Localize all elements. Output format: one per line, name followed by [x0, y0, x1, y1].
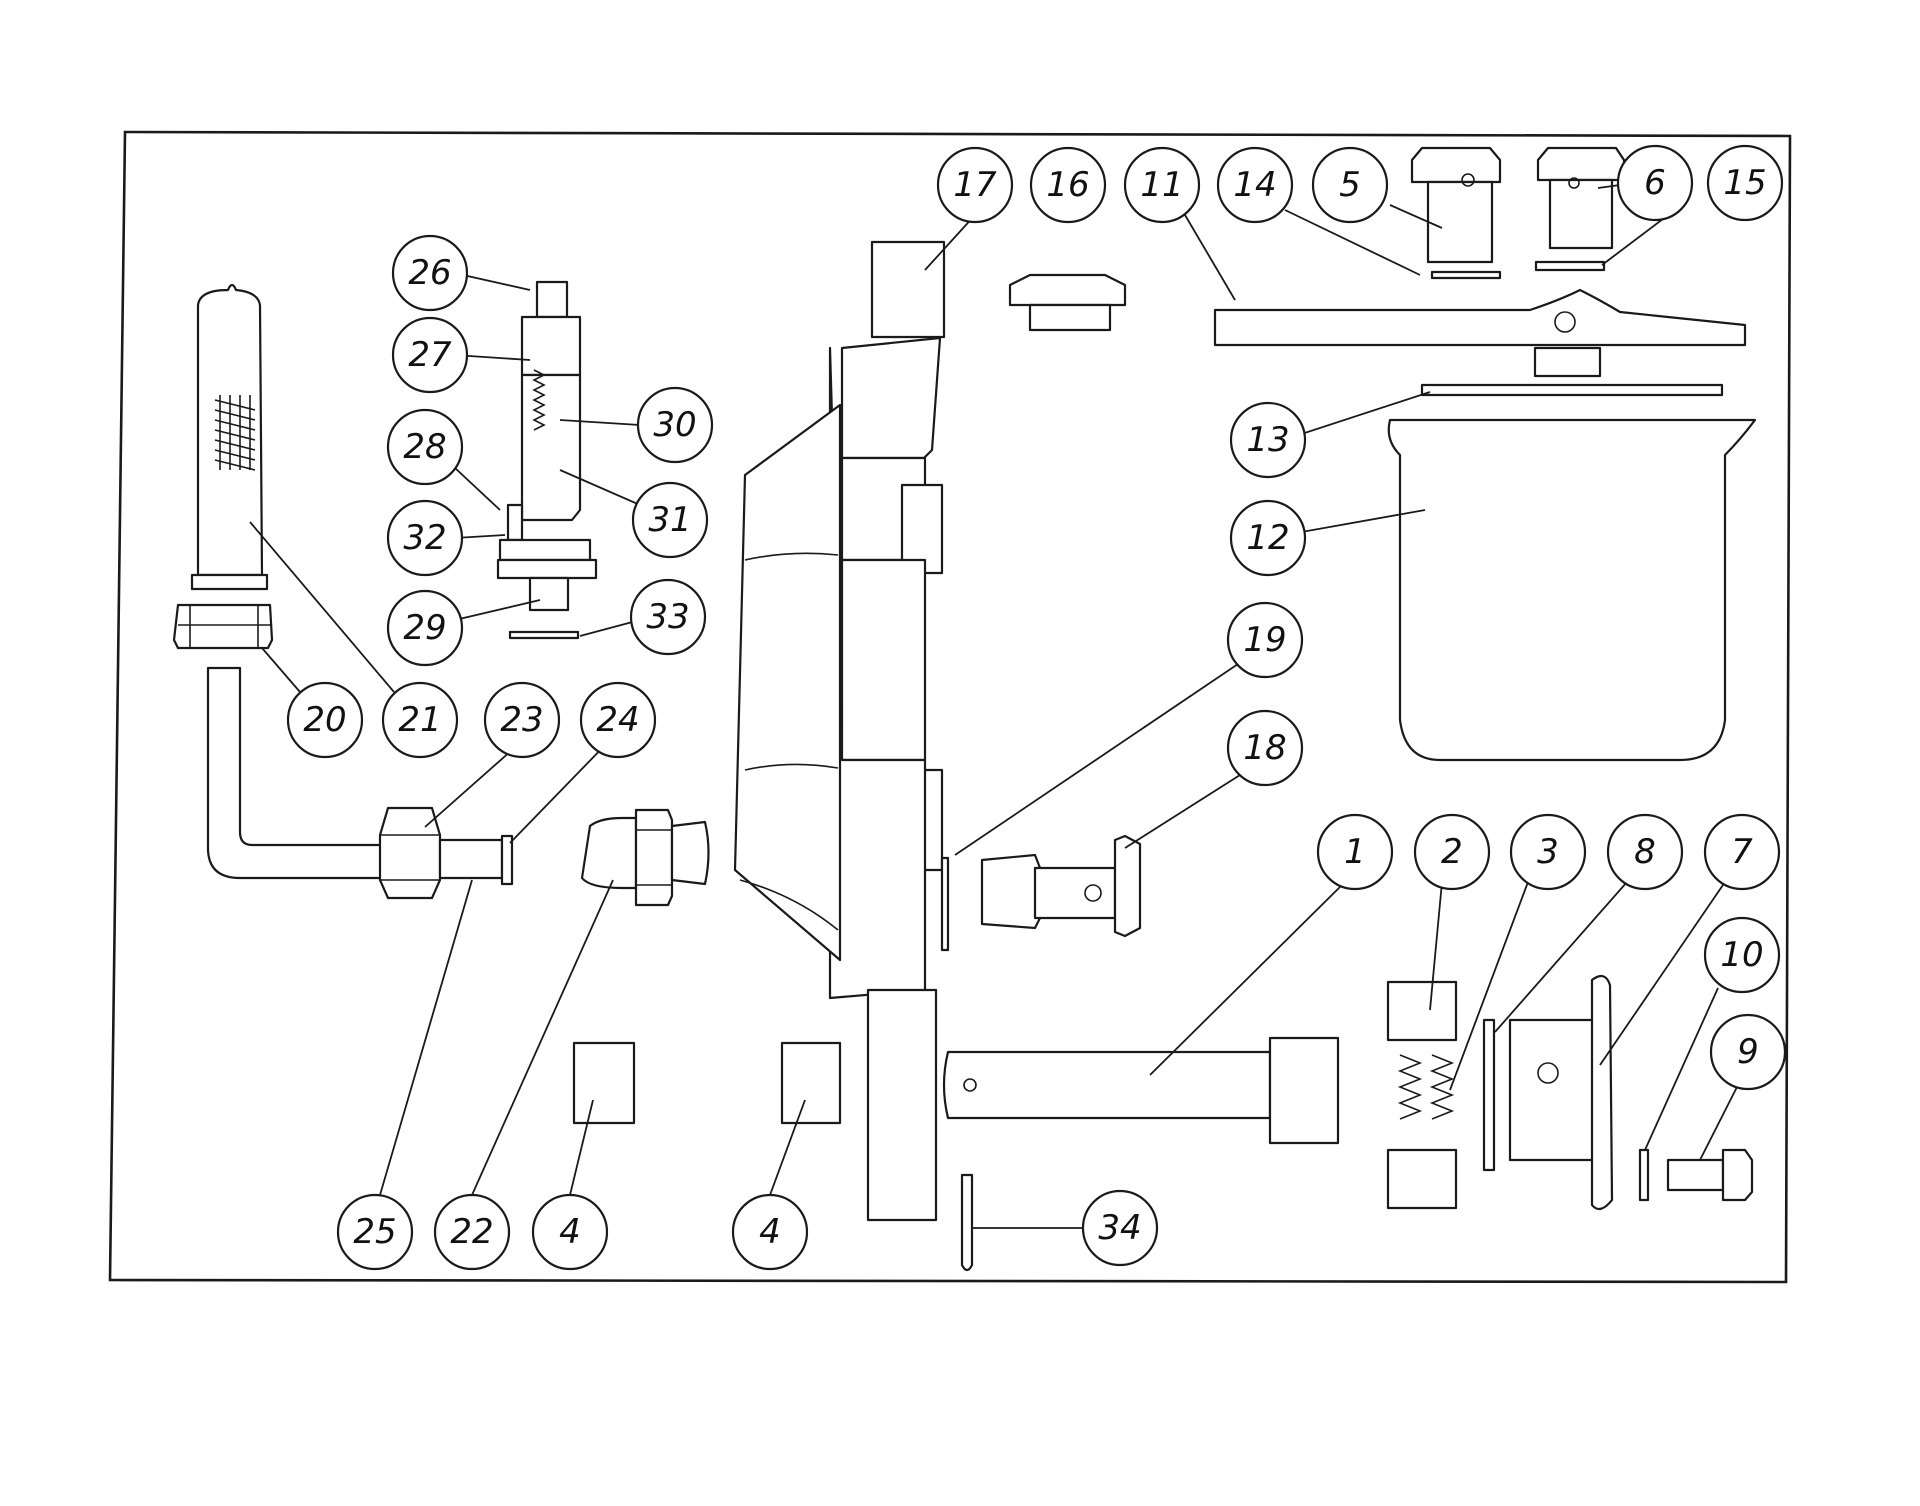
callout-11-label: 11	[1140, 165, 1183, 205]
callout-25: 25	[336, 1193, 414, 1271]
callout-26-label: 26	[408, 253, 451, 293]
callout-14: 14	[1216, 146, 1294, 224]
callout-34-label: 34	[1098, 1208, 1141, 1248]
callout-17: 17	[936, 146, 1014, 224]
part-bracket-7	[1508, 974, 1614, 1211]
part-bowl-cover-11	[1213, 288, 1747, 397]
callout-23: 23	[483, 681, 561, 759]
part-pin-34	[960, 1173, 974, 1272]
part-housing	[733, 240, 946, 1222]
callout-14-label: 14	[1233, 165, 1276, 205]
callout-26: 26	[391, 234, 469, 312]
callout-12: 12	[1229, 499, 1307, 577]
callout-30-label: 30	[653, 405, 696, 445]
callout-29: 29	[386, 589, 464, 667]
callout-12-label: 12	[1246, 518, 1289, 558]
part-bolt-9	[1666, 1148, 1754, 1202]
callout-16-label: 16	[1046, 165, 1089, 205]
callout-10: 10	[1703, 916, 1781, 994]
callout-7: 7	[1703, 813, 1781, 891]
callout-32-label: 32	[403, 518, 446, 558]
callout-23-label: 23	[500, 700, 543, 740]
callout-4a: 4	[531, 1193, 609, 1271]
callout-27: 27	[391, 316, 469, 394]
callout-24: 24	[579, 681, 657, 759]
callout-18: 18	[1226, 709, 1304, 787]
callout-25-label: 25	[353, 1212, 396, 1252]
part-shaft-1	[942, 1036, 1340, 1145]
part-nut-16	[1008, 273, 1127, 332]
part-block-4b	[780, 1041, 842, 1125]
callout-2-label: 2	[1441, 832, 1463, 872]
callout-9: 9	[1709, 1013, 1787, 1091]
callout-31-label: 31	[648, 500, 691, 540]
leader-lines	[249, 184, 1739, 1229]
callout-17-label: 17	[953, 165, 997, 205]
callout-8: 8	[1606, 813, 1684, 891]
callout-1: 1	[1316, 813, 1394, 891]
callout-4a-label: 4	[559, 1212, 581, 1252]
callout-18-label: 18	[1243, 728, 1286, 768]
callout-21: 21	[381, 681, 459, 759]
part-cap-2	[1386, 980, 1458, 1042]
callout-11: 11	[1123, 146, 1201, 224]
part-strainer	[172, 283, 274, 650]
callout-6: 6	[1616, 144, 1694, 222]
part-gasket-19	[940, 856, 950, 952]
callout-29-label: 29	[403, 608, 446, 648]
callout-3-label: 3	[1537, 832, 1559, 872]
callout-2: 2	[1413, 813, 1491, 891]
callout-22-label: 22	[450, 1212, 493, 1252]
part-bolt-6	[1534, 146, 1626, 272]
callout-8-label: 8	[1634, 832, 1656, 872]
callout-27-label: 27	[408, 335, 452, 375]
callout-5: 5	[1311, 146, 1389, 224]
callout-4b-label: 4	[759, 1212, 781, 1252]
callout-20-label: 20	[303, 700, 346, 740]
callout-21-label: 21	[398, 700, 441, 740]
part-bowl-12	[1387, 418, 1757, 762]
callout-3: 3	[1509, 813, 1587, 891]
part-nut-23	[378, 806, 514, 900]
callout-31: 31	[631, 481, 709, 559]
callout-16: 16	[1029, 146, 1107, 224]
callout-1-label: 1	[1344, 832, 1366, 872]
callout-24-label: 24	[596, 700, 639, 740]
callout-10-label: 10	[1720, 935, 1763, 975]
callout-28-label: 28	[403, 427, 446, 467]
callout-4b: 4	[731, 1193, 809, 1271]
callout-30: 30	[636, 386, 714, 464]
callout-9-label: 9	[1737, 1032, 1759, 1072]
diagram-frame	[108, 130, 1792, 1284]
callout-19-label: 19	[1243, 620, 1286, 660]
part-block-4a	[572, 1041, 636, 1125]
callout-22: 22	[433, 1193, 511, 1271]
callout-5-label: 5	[1339, 165, 1361, 205]
callout-7-label: 7	[1731, 832, 1753, 872]
callout-15: 15	[1706, 144, 1784, 222]
callout-19: 19	[1226, 601, 1304, 679]
callout-33: 33	[629, 578, 707, 656]
callout-34: 34	[1081, 1189, 1159, 1267]
part-banjo-bolt-18	[980, 834, 1142, 938]
part-spring-3	[1397, 1054, 1455, 1120]
callout-13: 13	[1229, 401, 1307, 479]
callout-15-label: 15	[1723, 163, 1766, 203]
callout-13-label: 13	[1246, 420, 1289, 460]
callout-33-label: 33	[646, 597, 689, 637]
callout-32: 32	[386, 499, 464, 577]
callout-20: 20	[286, 681, 364, 759]
callout-28: 28	[386, 408, 464, 486]
part-washer-10	[1638, 1148, 1650, 1202]
callout-6-label: 6	[1644, 163, 1666, 203]
part-cap-2b	[1386, 1148, 1458, 1210]
part-nut-20	[172, 603, 274, 650]
part-washer-8	[1482, 1018, 1496, 1172]
part-union-22	[580, 808, 710, 907]
part-valve-assembly	[496, 280, 598, 640]
part-bolt-5	[1410, 146, 1502, 280]
